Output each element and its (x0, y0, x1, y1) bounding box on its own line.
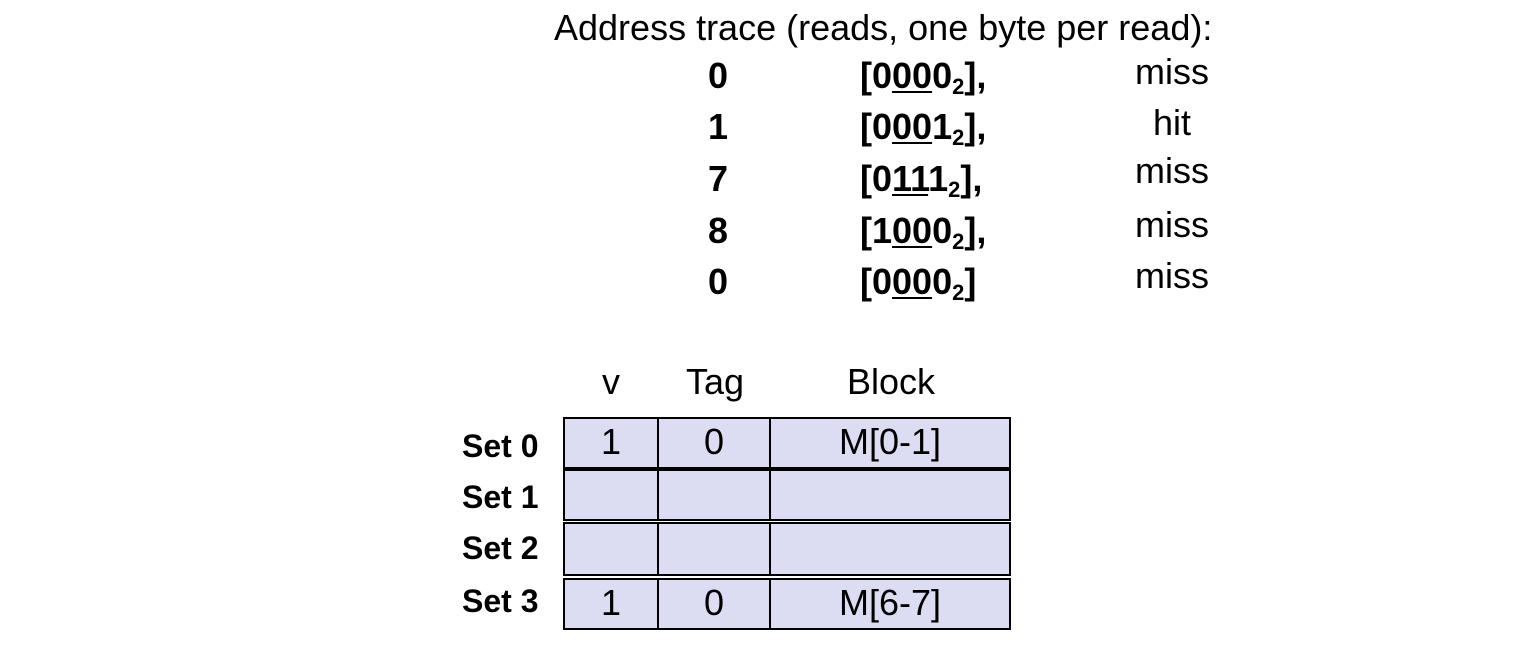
block-cell: M[6-7] (769, 578, 1011, 630)
set-label: Set 1 (462, 479, 539, 515)
trace-row: 8 [10002], miss (0, 204, 1534, 261)
trace-result: miss (1135, 150, 1209, 191)
trace-decimal-address: 1 (707, 106, 729, 147)
block-cell (769, 469, 1011, 521)
set-index-bits: 00 (892, 261, 933, 302)
valid-bit-header: v (602, 361, 620, 402)
trace-result: miss (1135, 204, 1209, 245)
tag-cell (657, 522, 771, 576)
trace-row: 7 [01112], miss (0, 150, 1534, 209)
tag-cell: 0 (657, 578, 771, 630)
set-index-bits: 11 (892, 158, 929, 199)
set-index-bits: 00 (892, 106, 933, 147)
trace-binary-address: [00002], (860, 55, 987, 99)
set-label: Set 3 (462, 583, 539, 619)
trace-decimal-address: 7 (707, 158, 729, 199)
set-index-bits: 00 (892, 210, 933, 251)
trace-binary-address: [10002], (860, 210, 987, 254)
trace-binary-address: [00012], (860, 106, 987, 150)
trace-row: 1 [00012], hit (0, 102, 1534, 157)
trace-decimal-address: 0 (707, 261, 729, 302)
trace-row: 0 [00002], miss (0, 51, 1534, 106)
address-trace-heading: Address trace (reads, one byte per read)… (554, 7, 1213, 48)
valid-bit-cell: 1 (563, 578, 659, 630)
trace-result: hit (1152, 102, 1192, 143)
set-label: Set 2 (462, 530, 539, 566)
trace-decimal-address: 0 (707, 55, 729, 96)
set-index-bits: 00 (892, 55, 933, 96)
tag-cell: 0 (657, 417, 771, 469)
tag-cell (657, 469, 771, 521)
trace-result: miss (1135, 255, 1209, 296)
set-label: Set 0 (462, 428, 539, 464)
valid-bit-cell: 1 (563, 417, 659, 469)
trace-binary-address: [00002] (860, 261, 977, 305)
block-cell (769, 522, 1011, 576)
valid-bit-cell (563, 469, 659, 521)
block-cell: M[0-1] (769, 417, 1011, 469)
block-header: Block (846, 361, 936, 402)
trace-decimal-address: 8 (707, 210, 729, 251)
valid-bit-cell (563, 522, 659, 576)
trace-result: miss (1135, 51, 1209, 92)
tag-header: Tag (685, 361, 745, 402)
trace-row: 0 [00002] miss (0, 255, 1534, 312)
trace-binary-address: [01112], (860, 158, 983, 202)
